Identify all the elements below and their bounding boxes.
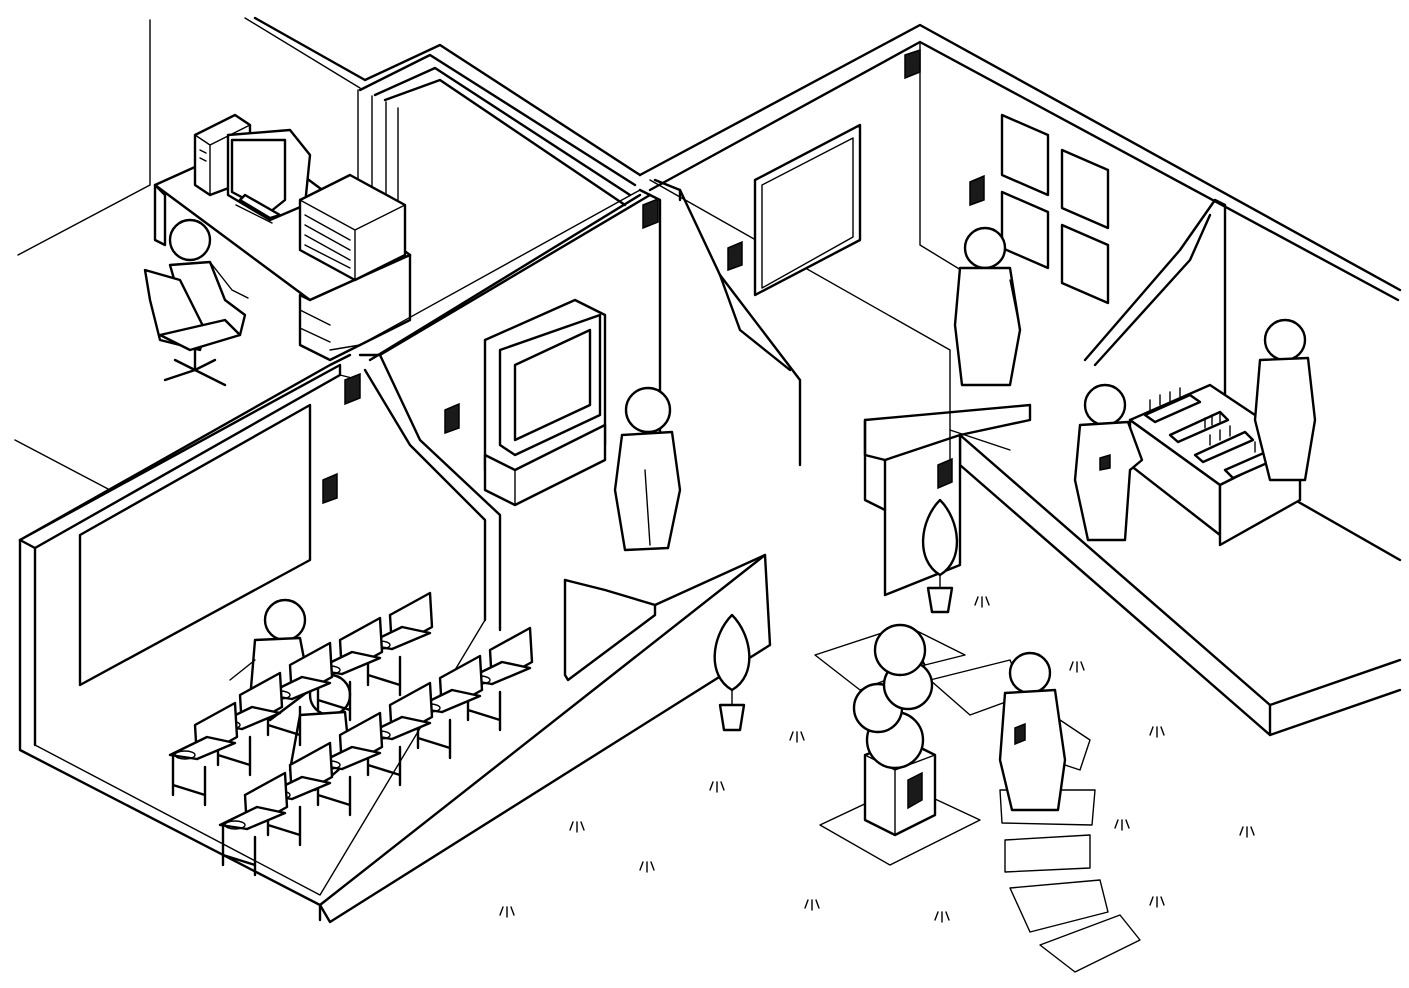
shopper-person bbox=[1073, 383, 1144, 542]
sensor-icon bbox=[444, 402, 460, 435]
sculpture-courtyard bbox=[499, 498, 1255, 973]
floor-tiles bbox=[814, 624, 1141, 973]
office-chair bbox=[143, 268, 242, 387]
presentation-room bbox=[78, 403, 534, 877]
gallery-visitor bbox=[953, 226, 1022, 387]
sphere-sculpture bbox=[852, 623, 934, 770]
video-room bbox=[483, 298, 682, 552]
exhibition-walls bbox=[18, 23, 1402, 924]
folding-chair bbox=[168, 701, 239, 807]
potted-plant-1 bbox=[921, 498, 959, 614]
viewer-person bbox=[613, 386, 682, 552]
sensor-icon bbox=[969, 174, 985, 207]
folding-chair bbox=[218, 771, 289, 877]
projection-screen bbox=[78, 403, 312, 687]
product-display-room bbox=[1073, 318, 1317, 547]
sensor-icon bbox=[727, 240, 743, 272]
sensor-icon bbox=[904, 48, 921, 80]
control-room bbox=[14, 16, 642, 491]
sensor-icon bbox=[642, 197, 659, 230]
potted-plant-2 bbox=[713, 613, 751, 732]
sensor-icon bbox=[937, 457, 953, 490]
crt-monitor bbox=[226, 128, 312, 224]
framed-pictures bbox=[1000, 113, 1110, 305]
folding-chairs bbox=[168, 591, 534, 877]
clerk-person bbox=[1253, 318, 1317, 482]
operator-person bbox=[168, 218, 249, 337]
sensor-icon bbox=[344, 372, 361, 406]
rear-projection-tv bbox=[483, 298, 607, 507]
grass-tufts bbox=[499, 596, 1255, 923]
courtyard-visitor bbox=[998, 651, 1067, 812]
large-canvas bbox=[753, 123, 862, 297]
sensor-icon bbox=[322, 472, 338, 505]
painting-gallery bbox=[753, 113, 1110, 387]
rack-server bbox=[298, 173, 407, 282]
wall-sensors bbox=[322, 48, 985, 505]
conduit-cables bbox=[253, 16, 642, 291]
